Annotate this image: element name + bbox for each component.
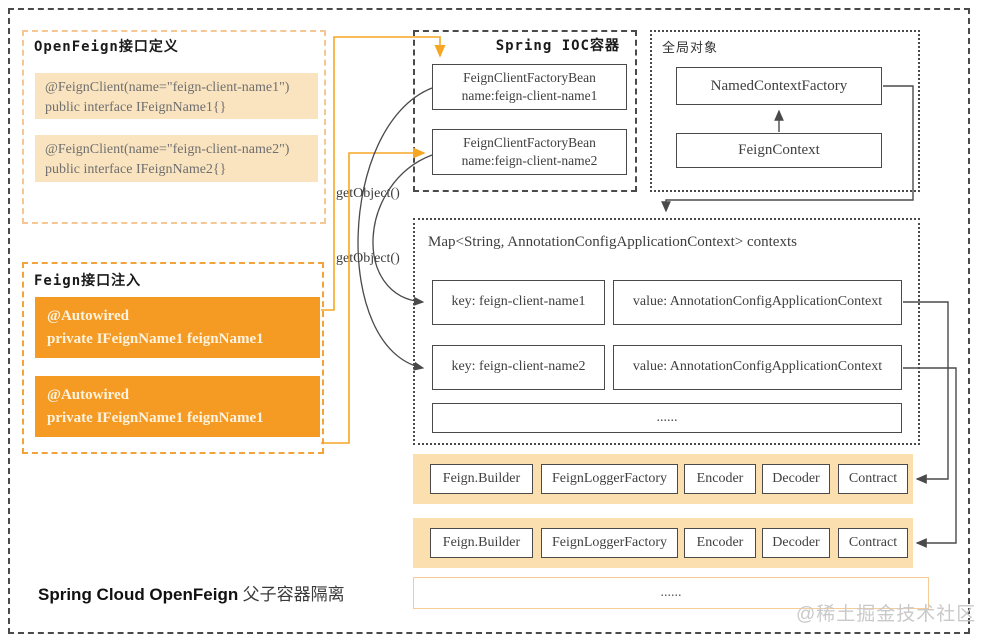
builder-item-contract: Contract [838,464,908,494]
code-line: public interface IFeignName1{} [45,100,227,116]
get-object-label-1: getObject() [336,186,400,201]
node-feign-client-factory-bean-2: FeignClientFactoryBean name:feign-client… [432,129,627,175]
builder-item-decoder: Decoder [762,464,830,494]
map-value-2: value: AnnotationConfigApplicationContex… [613,345,902,390]
builder-item-feign-builder: Feign.Builder [430,464,533,494]
code-line: @FeignClient(name="feign-client-name1") [45,80,290,95]
panel-openfeign-definition [22,30,326,224]
panel-spring-ioc-title: Spring IOC容器 [495,38,620,54]
code-snippet-feign-client-1: @FeignClient(name="feign-client-name1") … [35,73,318,119]
diagram-title-zh: 父子容器隔离 [242,585,345,604]
map-ellipsis-row: ...... [432,403,902,433]
autowired-snippet-1: @Autowired private IFeignName1 feignName… [35,297,320,358]
node-named-context-factory: NamedContextFactory [676,67,882,105]
builder-item-decoder: Decoder [762,528,830,558]
panel-feign-injection-title: Feign接口注入 [34,273,142,289]
builder-item-feign-logger-factory: FeignLoggerFactory [541,464,678,494]
node-line: name:feign-client-name2 [461,153,598,168]
outer-border [8,8,970,634]
panel-global-objects-title: 全局对象 [662,41,719,56]
builder-item-encoder: Encoder [684,464,756,494]
code-line: public interface IFeignName2{} [45,162,227,178]
code-line: @Autowired [47,308,130,324]
code-line: @FeignClient(name="feign-client-name2") [45,142,290,157]
node-line: FeignClientFactoryBean [463,69,596,85]
builder-item-encoder: Encoder [684,528,756,558]
bottom-ellipsis-row: ...... [413,577,929,609]
map-value-1: value: AnnotationConfigApplicationContex… [613,280,902,325]
code-line: private IFeignName1 feignName1 [47,410,264,427]
code-line: @Autowired [47,387,130,403]
map-key-2: key: feign-client-name2 [432,345,605,390]
node-feign-client-factory-bean-1: FeignClientFactoryBean name:feign-client… [432,64,627,110]
map-key-1: key: feign-client-name1 [432,280,605,325]
node-line: FeignClientFactoryBean [463,134,596,150]
code-line: private IFeignName1 feignName1 [47,331,264,348]
get-object-label-2: getObject() [336,251,400,266]
diagram-title: Spring Cloud OpenFeign 父子容器隔离 [38,580,345,605]
builder-item-contract: Contract [838,528,908,558]
builder-item-feign-builder: Feign.Builder [430,528,533,558]
panel-openfeign-definition-title: OpenFeign接口定义 [34,39,179,55]
node-feign-context: FeignContext [676,133,882,168]
juejin-watermark: @稀土掘金技术社区 [796,604,977,625]
builder-item-feign-logger-factory: FeignLoggerFactory [541,528,678,558]
diagram-title-en: Spring Cloud OpenFeign [38,585,239,604]
contexts-map-title: Map<String, AnnotationConfigApplicationC… [428,234,797,250]
node-line: name:feign-client-name1 [461,88,598,103]
code-snippet-feign-client-2: @FeignClient(name="feign-client-name2") … [35,135,318,182]
autowired-snippet-2: @Autowired private IFeignName1 feignName… [35,376,320,437]
